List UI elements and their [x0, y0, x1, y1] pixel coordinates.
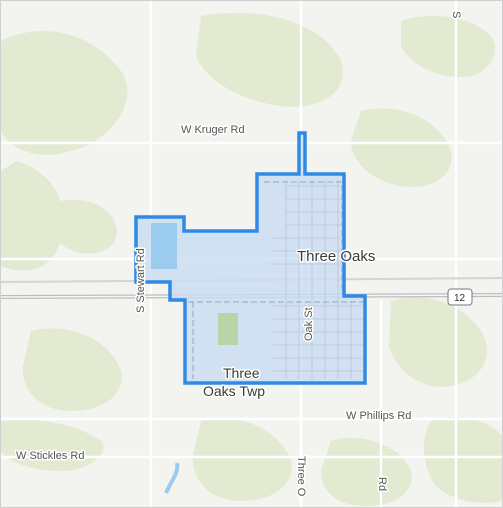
township-label-line2: Oaks Twp — [203, 383, 265, 399]
w-phillips-rd-label: W Phillips Rd — [346, 410, 411, 422]
township-inner-line — [188, 181, 363, 379]
town-street-grid — [271, 179, 363, 379]
three-oaks-rd-label: Three O — [295, 456, 307, 497]
partial-road-label: Rd — [376, 477, 388, 491]
stream — [164, 462, 180, 494]
w-kruger-rd-label: W Kruger Rd — [181, 124, 245, 136]
vegetation-layer — [1, 13, 502, 506]
township-label-line1: Three — [223, 365, 260, 381]
us-12-shield-number: 12 — [454, 293, 466, 304]
reservoir — [151, 223, 177, 269]
three-oaks-city-label: Three Oaks — [297, 248, 375, 265]
partial-top-right-label: S — [450, 11, 462, 18]
w-stickles-rd-label: W Stickles Rd — [16, 450, 84, 462]
oak-st-label: Oak St — [303, 307, 315, 341]
park — [218, 313, 238, 345]
us-12-shield: 12 — [447, 288, 473, 306]
s-stewart-rd-label: S Stewart Rd — [135, 248, 147, 313]
